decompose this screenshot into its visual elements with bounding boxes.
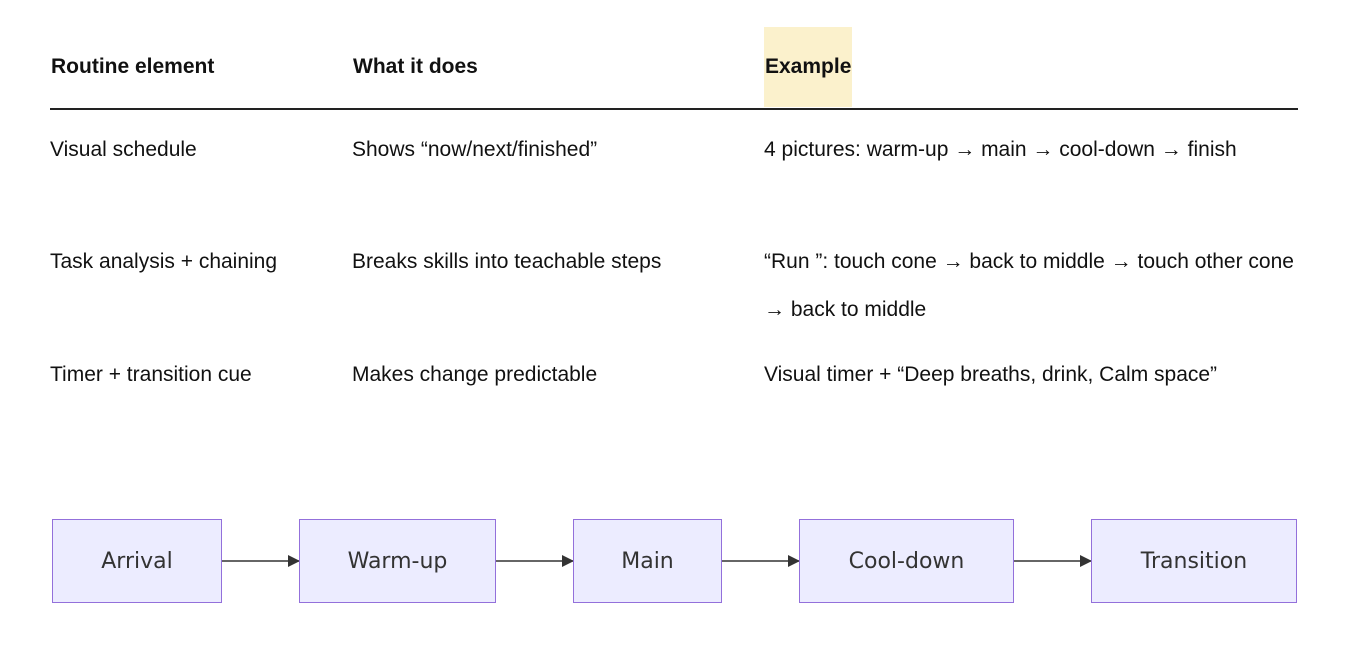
flow-node-label: Cool-down [848, 548, 965, 574]
table-row: Task analysis + chaining Breaks skills i… [50, 222, 1298, 335]
cell-routine-element: Visual schedule [50, 138, 197, 161]
cell-routine-element: Timer + transition cue [50, 363, 252, 386]
cell-what-it-does: Shows “now/next/finished” [352, 138, 598, 161]
cell-example: “Run ”: touch cone → back to middle → to… [764, 250, 1294, 321]
flow-node-arrival: Arrival [52, 519, 222, 603]
routine-table: Routine element What it does Example Vis… [50, 26, 1298, 425]
flow-node-label: Main [621, 548, 674, 574]
routine-table-container: Routine element What it does Example Vis… [50, 26, 1298, 425]
header-example: Example [764, 26, 1298, 110]
table-header-row: Routine element What it does Example [50, 26, 1298, 110]
cell-example: Visual timer + “Deep breaths, drink, Cal… [764, 363, 1218, 386]
header-example-label: Example [764, 27, 853, 107]
cell-example: 4 pictures: warm-up → main → cool-down →… [764, 138, 1237, 161]
table-row: Timer + transition cue Makes change pred… [50, 335, 1298, 425]
flow-node-main: Main [573, 519, 722, 603]
flow-node-cool-down: Cool-down [799, 519, 1014, 603]
flow-node-label: Warm-up [347, 548, 448, 574]
header-routine-element-label: Routine element [51, 55, 215, 78]
header-routine-element: Routine element [50, 26, 352, 110]
cell-what-it-does: Makes change predictable [352, 363, 598, 386]
header-what-it-does: What it does [352, 26, 764, 110]
table-row: Visual schedule Shows “now/next/finished… [50, 109, 1298, 222]
flow-node-label: Arrival [101, 548, 173, 574]
cell-what-it-does: Breaks skills into teachable steps [352, 250, 662, 273]
flow-node-label: Transition [1140, 548, 1248, 574]
flow-node-warm-up: Warm-up [299, 519, 496, 603]
header-what-it-does-label: What it does [353, 55, 478, 78]
cell-routine-element: Task analysis + chaining [50, 250, 278, 273]
flow-node-transition: Transition [1091, 519, 1297, 603]
